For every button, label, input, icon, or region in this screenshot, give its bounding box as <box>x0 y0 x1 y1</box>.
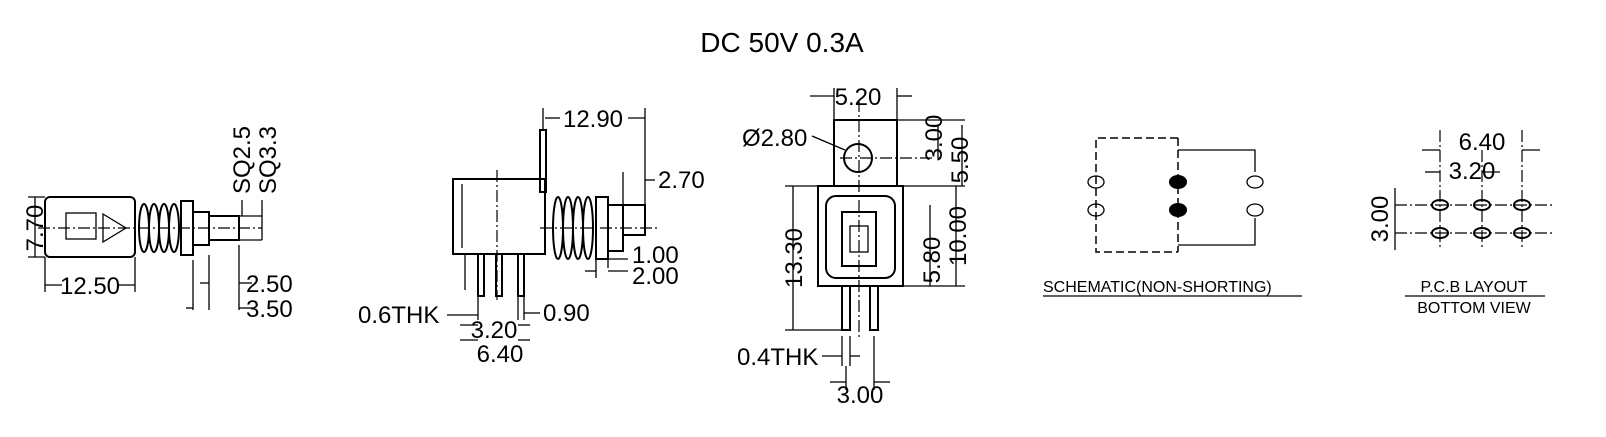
schematic-caption: SCHEMATIC(NON-SHORTING) <box>1043 279 1272 296</box>
dim-pin-length: 5.80 <box>919 237 946 284</box>
dim-hole-offset: 3.00 <box>921 115 948 162</box>
schematic: SCHEMATIC(NON-SHORTING) <box>1043 137 1302 297</box>
dim-pin-spacing: 3.00 <box>837 382 884 409</box>
mount-tab <box>539 129 547 193</box>
title: DC 50V 0.3A <box>700 27 864 58</box>
side-view-right: 12.90 2.70 1.00 2.00 0.6THK 0.90 3.20 6.… <box>358 106 705 368</box>
dim-pcb-span: 6.40 <box>1459 129 1506 156</box>
switch-body <box>44 196 136 258</box>
pcb-hole <box>1431 199 1449 211</box>
spring <box>138 203 180 253</box>
terminal-open <box>1087 175 1105 189</box>
dim-overall-length: 12.90 <box>563 106 623 133</box>
dashed-frame <box>1095 137 1178 253</box>
terminal-common <box>1169 175 1187 189</box>
dim-shaft-total: 3.50 <box>246 296 293 323</box>
dim-pin-width: 0.90 <box>543 300 590 327</box>
pcb-hole <box>1513 199 1531 211</box>
dim-pin-thickness: 0.6THK <box>358 302 439 329</box>
pcb-hole <box>1513 227 1531 239</box>
dim-flange-gap: 2.00 <box>632 263 679 290</box>
dim-pin-thickness: 0.4THK <box>737 344 818 371</box>
pcb-hole <box>1431 227 1449 239</box>
dim-body-height: 13.30 <box>781 228 808 288</box>
terminal-open <box>1246 203 1264 217</box>
switch-frame <box>452 178 546 255</box>
front-body <box>817 185 904 287</box>
actuator-shaft <box>208 215 240 241</box>
front-view: 5.20 Ø2.80 3.00 5.50 13.30 5.80 10.00 0.… <box>737 84 974 409</box>
dim-shaft-sq-large: SQ3.3 <box>255 126 282 194</box>
dim-body-depth: 10.00 <box>945 206 972 266</box>
dim-shaft-travel: 2.70 <box>658 167 705 194</box>
terminal-common <box>1169 203 1187 217</box>
pin <box>869 285 879 331</box>
dim-shaft-length: 2.50 <box>246 271 293 298</box>
top-tab <box>833 119 898 187</box>
actuator-shaft <box>622 204 646 236</box>
pcb-caption-title: P.C.B LAYOUT <box>1421 279 1528 296</box>
pin <box>841 285 851 331</box>
dim-shaft-sq-small: SQ2.5 <box>229 126 256 194</box>
wire <box>1178 149 1256 172</box>
side-view-left: 7.70 12.50 SQ2.5 SQ3.3 2.50 3.50 <box>22 126 293 323</box>
pcb-hole <box>1473 227 1491 239</box>
terminal-open <box>1087 203 1105 217</box>
dim-body-height: 7.70 <box>22 205 49 252</box>
terminal-open <box>1246 175 1264 189</box>
dim-pin-pitch: 3.20 <box>471 317 518 344</box>
wire <box>1178 218 1256 246</box>
dim-flange-thickness: 1.00 <box>632 242 679 269</box>
body-window <box>65 212 97 240</box>
pcb-layout: 6.40 3.20 3.00 P.C.B LAYOUT BOTTOM VIEW <box>1367 129 1555 317</box>
dim-pcb-row-spacing: 3.00 <box>1367 196 1394 243</box>
dim-tab-width: 5.20 <box>835 84 882 111</box>
dim-body-length: 12.50 <box>60 273 120 300</box>
pin <box>495 253 503 297</box>
pcb-hole <box>1473 199 1491 211</box>
dim-pcb-pitch: 3.20 <box>1449 158 1496 185</box>
dim-hole-diameter: Ø2.80 <box>742 125 807 152</box>
inner-housing <box>825 195 896 279</box>
pcb-caption-subtitle: BOTTOM VIEW <box>1417 300 1531 317</box>
dim-pin-span: 6.40 <box>477 341 524 368</box>
pin <box>477 253 485 297</box>
pin <box>517 253 525 297</box>
dim-tab-height: 5.50 <box>947 137 974 184</box>
